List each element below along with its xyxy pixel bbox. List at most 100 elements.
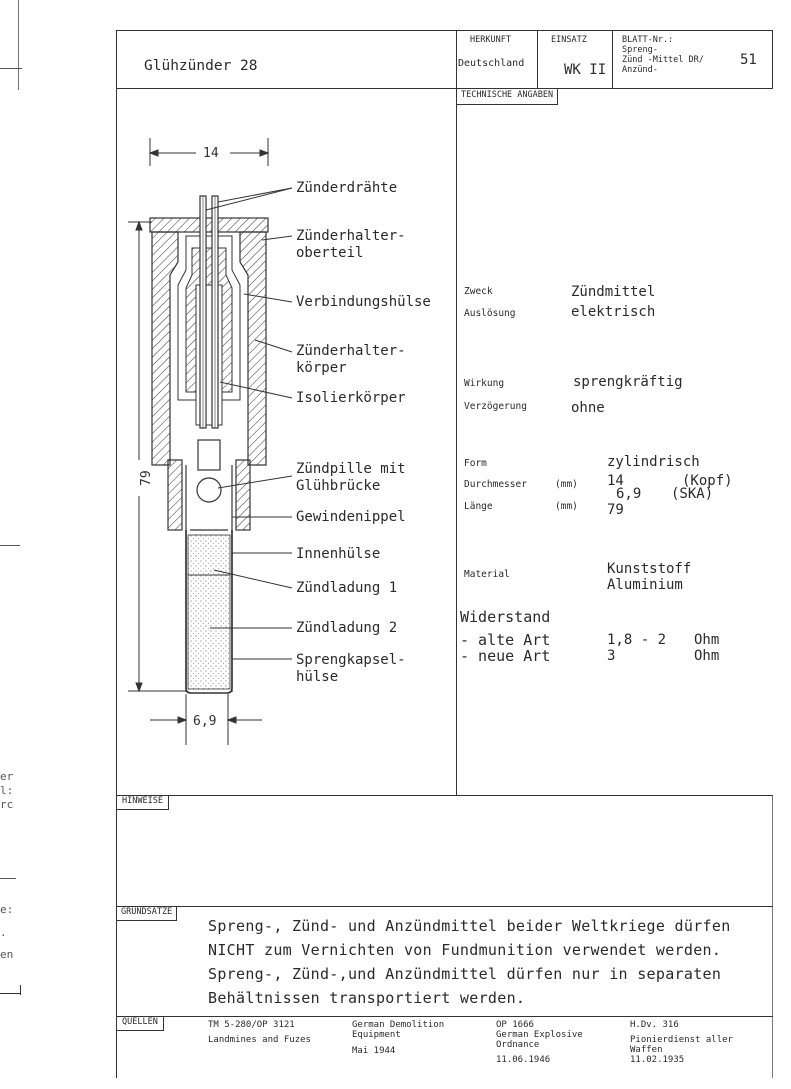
dim-top-text: 14 [203, 146, 219, 161]
header-divider [116, 88, 773, 89]
durchmesser-value-2: 6,9 [616, 486, 642, 502]
quelle-1-line-2: Landmines and Fuzes [208, 1035, 311, 1045]
alte-art-label: - alte Art [460, 631, 551, 649]
frame-top-border [116, 30, 773, 31]
margin-fragment-5: . [0, 926, 7, 939]
margin-fragment-2: l: [0, 784, 14, 797]
material-value-1: Kunststoff [607, 561, 692, 577]
einsatz-label: EINSATZ [551, 35, 587, 45]
dimension-side-79 [128, 220, 186, 693]
label-zuendpille-2: Glühbrücke [296, 478, 381, 494]
blatt-line-1: Spreng- [622, 45, 658, 55]
quelle-1: TM 5-280/OP 3121 Landmines and Fuzes [208, 1020, 311, 1045]
label-verbindungshuelse: Verbindungshülse [296, 294, 431, 310]
quellen-divider [116, 1016, 773, 1017]
verzoegerung-value: ohne [571, 400, 605, 416]
technische-angaben-label: TECHNISCHE ANGABEN [457, 88, 559, 105]
label-zuenderhalter-oberteil-2: oberteil [296, 245, 364, 261]
grundsaetze-divider [116, 906, 773, 907]
header-col-divider-2 [612, 30, 613, 88]
laenge-label: Länge [464, 501, 493, 512]
quelle-3-line-1: OP 1666 [496, 1020, 534, 1030]
zuenderhalter-body [149, 217, 269, 531]
margin-scan-line-6 [20, 985, 21, 995]
material-label: Material [464, 569, 510, 580]
margin-fragment-3: rc [0, 798, 14, 811]
margin-scan-line-3 [0, 545, 20, 546]
ausloesung-value: elektrisch [571, 304, 656, 320]
label-zuenderhalter-koerper-1: Zünderhalter- [296, 343, 406, 359]
quelle-4-line-4: 11.02.1935 [630, 1055, 685, 1065]
material-value-2: Aluminium [607, 577, 683, 593]
header-col-divider-1 [537, 30, 538, 88]
neue-art-value: 3 [607, 648, 616, 664]
blatt-line-3: Anzünd- [622, 65, 658, 75]
label-innenhuelse: Innenhülse [296, 546, 381, 562]
label-zuendladung-1: Zündladung 1 [296, 580, 398, 596]
quelle-3-line-4: 11.06.1946 [496, 1055, 551, 1065]
gluehzuender-diagram: 14 79 6,9 [128, 138, 293, 745]
alte-art-value: 1,8 - 2 [607, 632, 667, 648]
neue-art-label: - neue Art [460, 647, 551, 665]
grundsaetze-label: GRUNDSÄTZE [121, 907, 173, 917]
label-gewindenippel: Gewindenippel [296, 509, 406, 525]
ausloesung-label: Auslösung [464, 308, 516, 319]
margin-fragment-4: e: [0, 903, 14, 916]
quelle-3: OP 1666 German Explosive Ordnance 11.06.… [496, 1020, 583, 1065]
label-zuenderhalter-koerper-2: körper [296, 360, 347, 376]
margin-fragment-1: er [0, 770, 14, 783]
label-zuendladung-2: Zündladung 2 [296, 620, 398, 636]
frame-right-border-upper [772, 30, 773, 88]
laenge-unit: (mm) [555, 501, 578, 512]
margin-scan-line-1 [18, 0, 19, 90]
verzoegerung-label: Verzögerung [464, 401, 527, 412]
hinweise-label: HINWEISE [122, 796, 163, 806]
durchmesser-label: Durchmesser [464, 479, 527, 490]
label-zuenderdraehte: Zünderdrähte [296, 180, 398, 196]
quelle-1-line-1: TM 5-280/OP 3121 [208, 1020, 295, 1030]
quelle-4-line-1: H.Dv. 316 [630, 1020, 679, 1030]
zweck-value: Zündmittel [571, 284, 656, 300]
margin-scan-line-4 [0, 878, 16, 879]
quellen-label-box: QUELLEN [117, 1016, 164, 1031]
quelle-4: H.Dv. 316 Pionierdienst aller Waffen 11.… [630, 1020, 733, 1065]
zuendpille [196, 439, 222, 503]
zuenderdraehte [199, 195, 219, 429]
quelle-2-line-3: Mai 1944 [352, 1046, 396, 1056]
zuendladung-1 [187, 534, 231, 576]
quelle-4-line-3: Waffen [630, 1045, 663, 1055]
frame-left-border [116, 30, 117, 1078]
herkunft-value: Deutschland [458, 58, 525, 69]
alte-art-unit: Ohm [694, 632, 720, 648]
label-sprengkapselhuelse-2: hülse [296, 669, 339, 685]
durchmesser-note-1: (Kopf) [682, 473, 733, 489]
dimension-top-14 [148, 138, 270, 166]
label-zuenderhalter-oberteil-1: Zünderhalter- [296, 228, 406, 244]
label-isolierkoerper: Isolierkörper [296, 390, 406, 406]
hinweise-label-box: HINWEISE [117, 795, 169, 810]
durchmesser-value-1: 14 [607, 473, 624, 489]
blatt-number: 51 [740, 52, 757, 68]
einsatz-value: WK II [564, 62, 607, 78]
technische-angaben-text: TECHNISCHE ANGABEN [461, 90, 554, 100]
label-sprengkapselhuelse-1: Sprengkapsel- [296, 652, 406, 668]
quelle-2-line-1: German Demolition [352, 1020, 445, 1030]
margin-fragment-6: en [0, 948, 14, 961]
leader-lines [205, 187, 293, 660]
zweck-label: Zweck [464, 286, 493, 297]
durchmesser-unit: (mm) [555, 479, 578, 490]
wirkung-value: sprengkräftig [573, 374, 683, 390]
blatt-line-2: Zünd -Mittel DR/ [622, 55, 704, 65]
neue-art-unit: Ohm [694, 648, 720, 664]
grundsaetze-line-1: Spreng-, Zünd- und Anzündmittel beider W… [208, 917, 731, 935]
laenge-value: 79 [607, 502, 624, 518]
form-label: Form [464, 458, 487, 469]
herkunft-label: HERKUNFT [470, 35, 511, 45]
margin-scan-line-2 [0, 68, 22, 69]
main-column-divider [456, 30, 457, 795]
widerstand-label: Widerstand [460, 608, 551, 626]
quelle-2-line-2: Equipment [352, 1030, 401, 1040]
grundsaetze-label-box: GRUNDSÄTZE [117, 906, 178, 921]
grundsaetze-line-4: Behältnissen transportiert werden. [208, 989, 526, 1007]
page-title: Glühzünder 28 [144, 58, 258, 74]
